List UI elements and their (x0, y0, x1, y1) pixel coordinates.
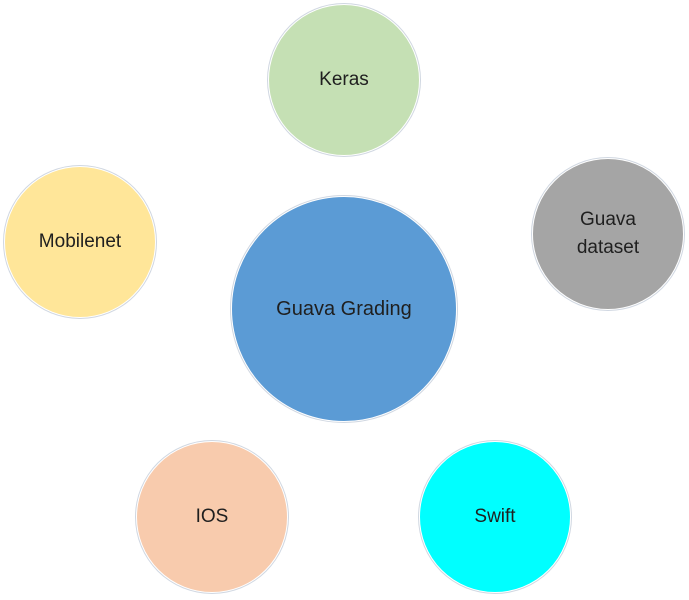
node-keras: Keras (268, 4, 420, 156)
node-label-guava-grading: Guava Grading (276, 297, 412, 320)
node-guava-grading: Guava Grading (231, 196, 457, 422)
node-ios: IOS (136, 441, 288, 593)
node-label-ios: IOS (195, 506, 229, 528)
node-label-swift: Swift (474, 506, 516, 528)
node-label-mobilenet: Mobilenet (38, 231, 122, 253)
node-guava-dataset: Guava dataset (532, 158, 684, 310)
node-mobilenet: Mobilenet (4, 166, 156, 318)
node-label-guava-dataset: Guava dataset (576, 209, 640, 258)
node-label-keras: Keras (319, 69, 369, 91)
node-swift: Swift (419, 441, 571, 593)
